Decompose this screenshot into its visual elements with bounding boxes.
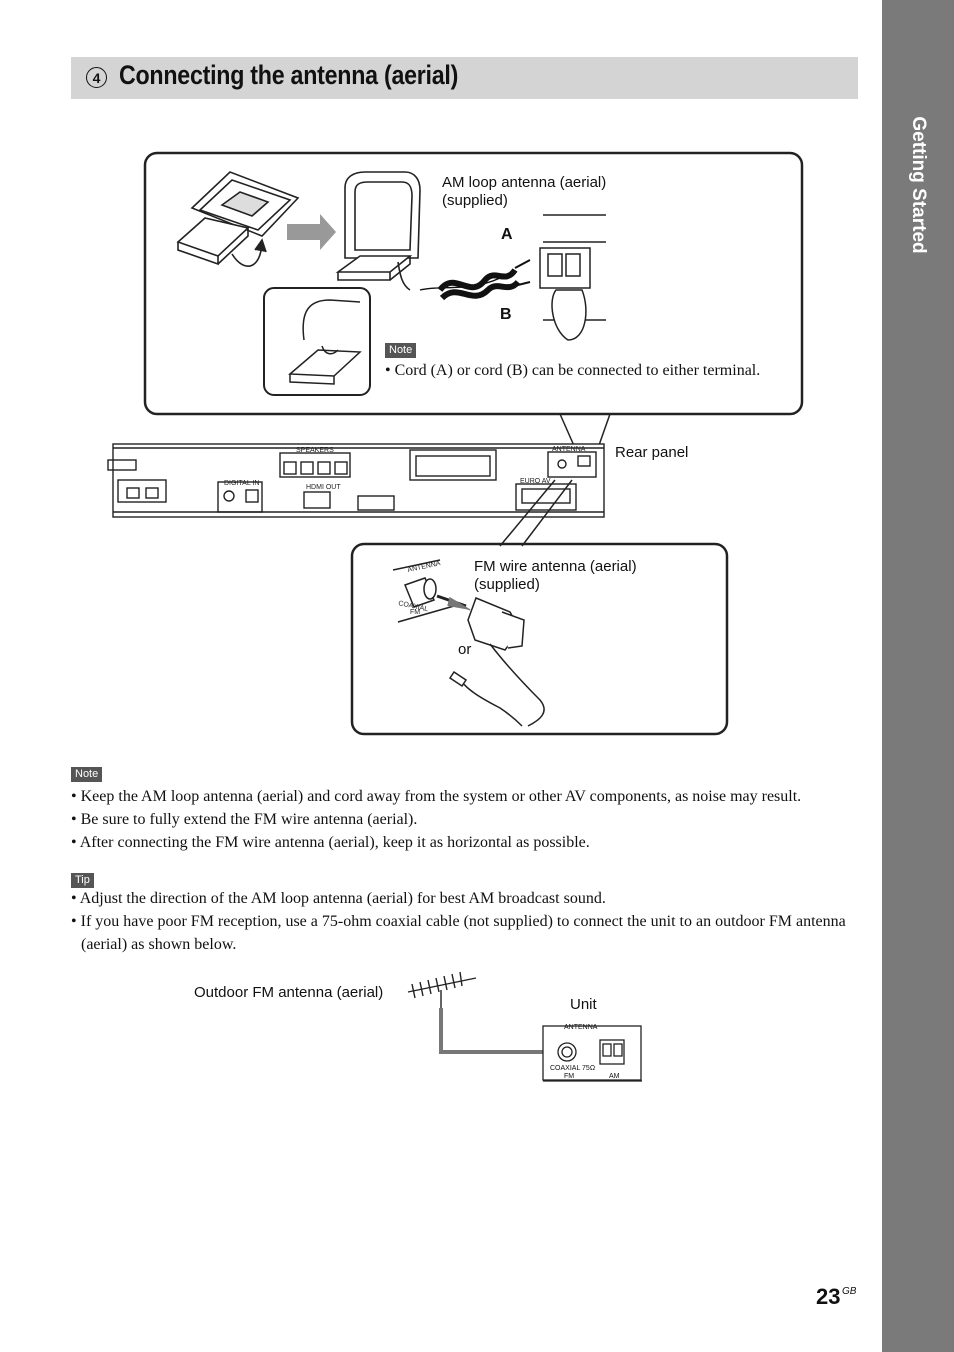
unit-antenna-terminal <box>542 1025 642 1082</box>
note-item: Be sure to fully extend the FM wire ante… <box>71 808 871 831</box>
page-title: Connecting the antenna (aerial) <box>119 60 459 90</box>
cord-a-label: A <box>501 226 513 243</box>
coaxial-cable <box>439 1008 560 1054</box>
page-number: 23 <box>816 1284 841 1309</box>
outdoor-fm-antenna <box>407 971 477 1008</box>
am-antenna-label: AM loop antenna (aerial) <box>442 174 607 191</box>
section-header-bar <box>71 57 858 99</box>
fm-antenna-label: FM wire antenna (aerial) <box>474 558 637 575</box>
rear-panel-label: Rear panel <box>615 444 689 461</box>
unit-am-text: AM <box>609 1073 620 1080</box>
antenna-cord <box>419 259 531 301</box>
unit-label: Unit <box>570 996 597 1013</box>
fm-connector <box>392 559 545 727</box>
unit-antenna-text: ANTENNA <box>564 1024 598 1031</box>
tip-item: If you have poor FM reception, use a 75-… <box>71 910 851 956</box>
svg-text:SPEAKERS: SPEAKERS <box>296 447 334 454</box>
note-badge-inline: Note <box>385 343 417 358</box>
page-number-suffix: GB <box>842 1286 857 1297</box>
svg-text:DIGITAL IN: DIGITAL IN <box>224 480 259 487</box>
am-loop-antenna-standing <box>335 171 421 291</box>
note-badge: Note <box>71 767 103 782</box>
note-item: Keep the AM loop antenna (aerial) and co… <box>71 785 871 808</box>
tips-list: Adjust the direction of the AM loop ante… <box>71 887 871 956</box>
cord-b-label: B <box>500 306 512 323</box>
fm-antenna-label-supplied: (supplied) <box>474 576 540 593</box>
svg-text:HDMI OUT: HDMI OUT <box>306 484 341 491</box>
svg-text:ANTENNA: ANTENNA <box>407 560 441 574</box>
svg-text:ANTENNA: ANTENNA <box>552 446 586 453</box>
am-loop-antenna-folded <box>176 171 300 267</box>
step-number: 4 <box>86 67 107 88</box>
unit-fm-text: FM <box>564 1073 575 1080</box>
am-antenna-label-supplied: (supplied) <box>442 192 508 209</box>
outdoor-antenna-label: Outdoor FM antenna (aerial) <box>194 984 384 1001</box>
or-label: or <box>458 641 472 658</box>
note-item: After connecting the FM wire antenna (ae… <box>71 831 871 854</box>
sidebar-tab <box>882 0 954 1352</box>
tip-badge: Tip <box>71 873 94 888</box>
svg-text:FM: FM <box>410 609 420 616</box>
cord-note-text: • Cord (A) or cord (B) can be connected … <box>385 362 761 379</box>
svg-text:EURO AV: EURO AV <box>520 478 551 485</box>
rear-panel <box>107 443 605 518</box>
inset-antenna-base <box>288 299 362 385</box>
am-terminal-detail <box>539 214 606 341</box>
tip-item: Adjust the direction of the AM loop ante… <box>71 887 871 910</box>
notes-list: Keep the AM loop antenna (aerial) and co… <box>71 785 871 854</box>
unit-coaxial-text: COAXIAL 75Ω <box>550 1065 596 1072</box>
